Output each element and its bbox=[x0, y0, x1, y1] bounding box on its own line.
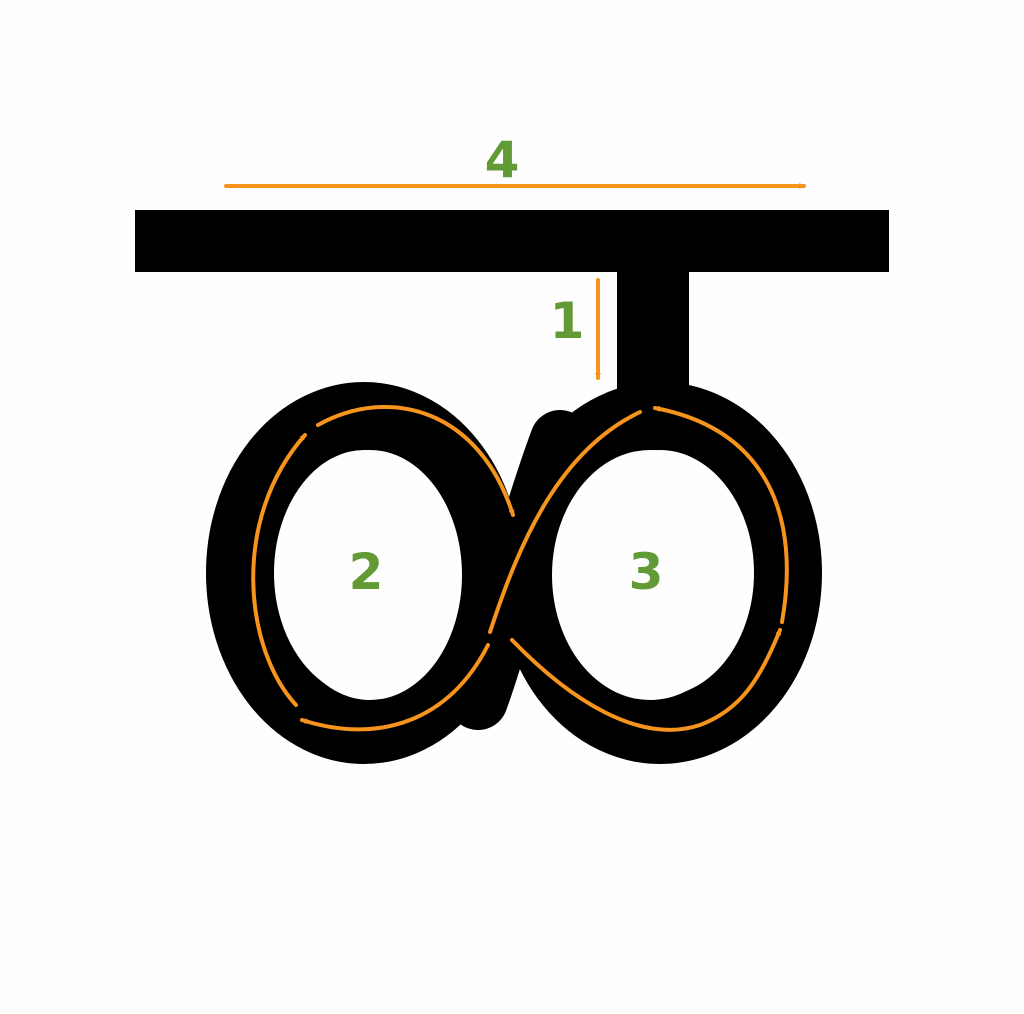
arrow-crossing-diagonal bbox=[488, 410, 642, 634]
arrow-right-loop-bottom bbox=[510, 628, 782, 732]
glyph-left-counter bbox=[278, 450, 462, 700]
arrow-left-loop-up bbox=[251, 433, 307, 707]
glyph-right-counter bbox=[552, 450, 748, 700]
step-label-4: 4 bbox=[485, 131, 520, 189]
step-labels: 4 1 2 3 bbox=[349, 131, 664, 601]
arrow-left-loop-top bbox=[316, 404, 515, 517]
arrow-right-loop-up bbox=[653, 405, 789, 624]
step-label-3: 3 bbox=[629, 543, 664, 601]
arrow-left-loop-bottom bbox=[300, 643, 490, 732]
glyph-vertical-stem bbox=[617, 270, 689, 402]
stroke-arrows bbox=[224, 183, 806, 732]
glyph-headline-bar bbox=[135, 210, 889, 272]
step-label-1: 1 bbox=[550, 292, 585, 350]
step-label-2: 2 bbox=[349, 543, 384, 601]
